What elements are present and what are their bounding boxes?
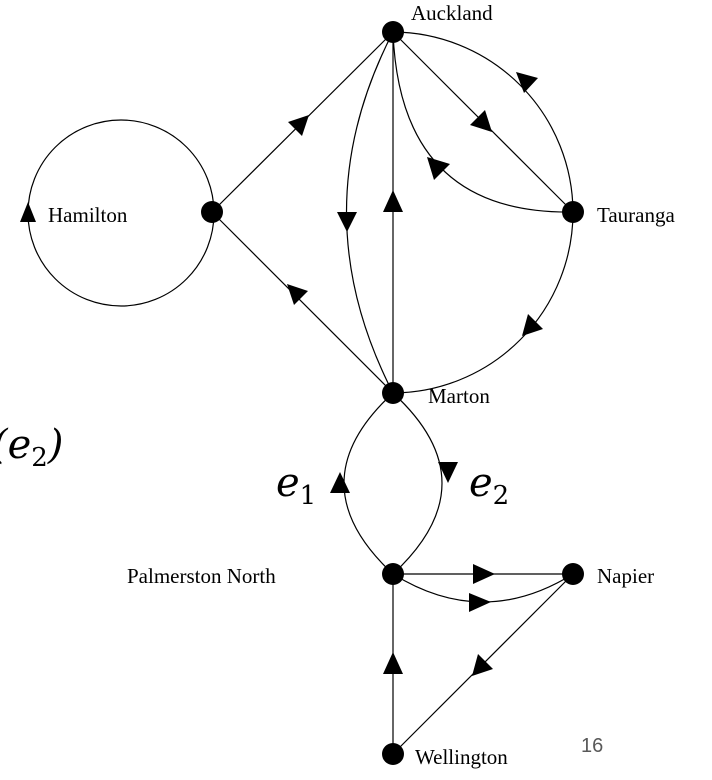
label-hamilton: Hamilton <box>48 203 128 227</box>
label-e1-sub: 1 <box>300 481 317 511</box>
label-napier: Napier <box>597 564 654 588</box>
arrow-tauranga-auckland-outer <box>516 72 538 93</box>
node-napier <box>562 563 584 585</box>
label-e2: e2 <box>469 460 509 511</box>
arrow-tauranga-auckland-inner <box>427 157 450 180</box>
arrow-wellington-pn <box>383 652 403 674</box>
node-auckland <box>382 21 404 43</box>
label-e1: e1 <box>276 460 316 511</box>
arrow-marton-auckland-straight <box>383 190 403 212</box>
edge-e2 <box>392 392 443 575</box>
arrow-hamilton-loop <box>20 202 36 222</box>
label-marton: Marton <box>428 384 490 408</box>
partial-expression-close: ) <box>47 422 64 468</box>
edge-labels: e1 e2 <box>276 460 509 511</box>
arrow-hamilton-auckland <box>288 115 309 136</box>
label-tauranga: Tauranga <box>597 203 675 227</box>
page-number: 16 <box>581 735 603 757</box>
partial-expression-sub: 2 <box>31 443 48 473</box>
arrow-auckland-marton-curve <box>337 212 357 232</box>
arrow-auckland-tauranga-straight <box>470 110 492 132</box>
partial-expression: (e2) <box>0 422 63 473</box>
label-e2-base: e <box>469 460 493 506</box>
node-wellington <box>382 743 404 765</box>
nodes <box>201 21 584 765</box>
arrow-pn-napier-curve <box>469 593 491 612</box>
arrow-e2 <box>438 462 458 483</box>
label-e2-sub: 2 <box>493 481 510 511</box>
edge-tauranga-auckland-outer <box>392 31 574 213</box>
arrow-pn-napier-straight <box>473 564 495 584</box>
label-e1-base: e <box>276 460 300 506</box>
edge-e1 <box>343 392 394 575</box>
label-palmerston-north: Palmerston North <box>127 564 276 588</box>
edges <box>27 31 574 755</box>
city-labels: Auckland Hamilton Tauranga Marton Palmer… <box>48 1 675 769</box>
edge-tauranga-marton <box>392 211 574 394</box>
partial-expression-open: (e <box>0 422 31 468</box>
node-tauranga <box>562 201 584 223</box>
label-auckland: Auckland <box>411 1 493 25</box>
arrow-napier-wellington <box>472 654 493 676</box>
edge-marton-hamilton <box>211 211 394 394</box>
arrowheads <box>20 72 543 676</box>
arrow-tauranga-marton <box>522 314 543 336</box>
node-hamilton <box>201 201 223 223</box>
node-palmerston-north <box>382 563 404 585</box>
arrow-e1 <box>330 472 350 493</box>
label-wellington: Wellington <box>415 745 508 769</box>
node-marton <box>382 382 404 404</box>
arrow-marton-hamilton <box>287 284 308 305</box>
